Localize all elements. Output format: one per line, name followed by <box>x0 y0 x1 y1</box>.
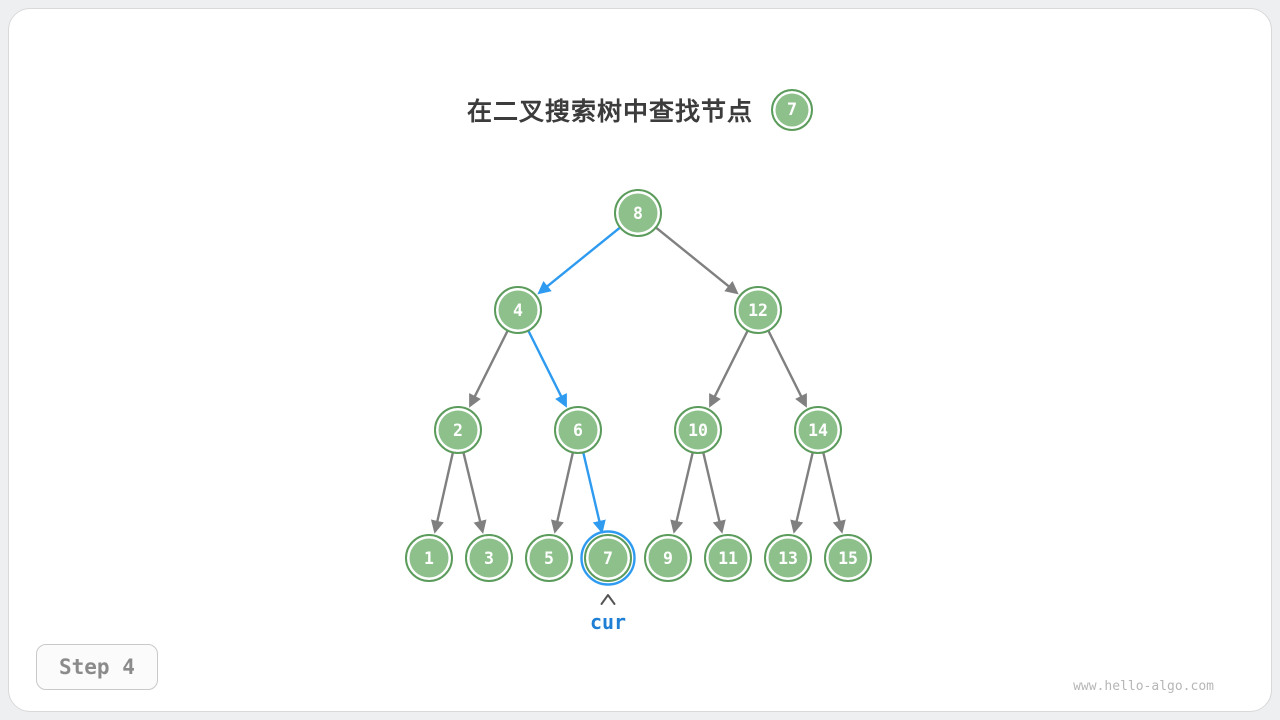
tree-node-body <box>498 290 538 330</box>
pointer-label: cur <box>590 610 626 634</box>
tree-edge-10-9 <box>670 452 694 534</box>
tree-node-body <box>798 410 838 450</box>
tree-node-label: 9 <box>663 549 673 568</box>
tree-node-body <box>618 193 658 233</box>
tree-node-label: 2 <box>453 421 463 440</box>
tree-node-5: 5 <box>525 534 573 582</box>
tree-node-label: 10 <box>688 421 708 440</box>
tree-edge-highlight-4-6 <box>527 330 567 408</box>
tree-node-body <box>828 538 868 578</box>
tree-node-body <box>768 538 808 578</box>
tree-edge-highlight-8-4 <box>537 226 621 295</box>
tree-node-11: 11 <box>704 534 752 582</box>
tree-edge-12-10 <box>709 330 749 408</box>
tree-node-label: 8 <box>633 204 643 223</box>
tree-edge-2-3 <box>462 452 487 534</box>
tree-edge-10-11 <box>702 452 726 534</box>
tree-node-14: 14 <box>794 406 842 454</box>
tree-node-7: 7 <box>580 530 636 586</box>
tree-node-4: 4 <box>494 286 542 334</box>
tree-edge-14-15 <box>822 452 846 534</box>
tree-node-label: 1 <box>424 549 434 568</box>
tree-node-label: 5 <box>544 549 554 568</box>
figure-title: 在二叉搜索树中查找节点 <box>466 98 753 126</box>
tree-edge-2-1 <box>430 452 454 534</box>
tree-edge-highlight-6-7 <box>582 452 606 534</box>
tree-node-label: 13 <box>778 549 798 568</box>
tree-node-12: 12 <box>734 286 782 334</box>
tree-node-body <box>588 538 628 578</box>
pointer-layer: cur <box>590 594 626 634</box>
tree-node-body <box>469 538 509 578</box>
tree-node-8: 8 <box>614 189 662 237</box>
tree-edge-4-2 <box>469 330 509 408</box>
tree-node-body <box>529 538 569 578</box>
target-node-value: 7 <box>786 100 798 120</box>
tree-node-body <box>409 538 449 578</box>
tree-node-1: 1 <box>405 534 453 582</box>
tree-edge-8-12 <box>655 226 739 295</box>
tree-node-label: 15 <box>838 549 858 568</box>
tree-node-15: 15 <box>824 534 872 582</box>
tree-node-9: 9 <box>644 534 692 582</box>
current-node-ring <box>580 530 636 586</box>
tree-node-body <box>708 538 748 578</box>
tree-node-body <box>558 410 598 450</box>
tree-node-6: 6 <box>554 406 602 454</box>
figure-card <box>8 8 1272 712</box>
tree-node-body <box>678 410 718 450</box>
figure-title-row: 在二叉搜索树中查找节点 7 <box>0 86 1280 134</box>
tree-edge-14-13 <box>790 452 814 534</box>
tree-node-13: 13 <box>764 534 812 582</box>
tree-node-2: 2 <box>434 406 482 454</box>
tree-node-body <box>648 538 688 578</box>
tree-node-label: 12 <box>748 301 768 320</box>
tree-node-10: 10 <box>674 406 722 454</box>
tree-node-label: 11 <box>718 549 738 568</box>
edges-layer <box>430 226 846 534</box>
target-node-badge: 7 <box>771 89 813 131</box>
watermark: www.hello-algo.com <box>1073 679 1214 694</box>
tree-node-body <box>738 290 778 330</box>
tree-node-label: 4 <box>513 301 523 320</box>
tree-node-label: 14 <box>808 421 828 440</box>
step-indicator: Step 4 <box>36 644 158 690</box>
tree-node-label: 3 <box>484 549 494 568</box>
tree-edge-12-14 <box>767 330 807 408</box>
tree-node-3: 3 <box>465 534 513 582</box>
tree-node-body <box>438 410 478 450</box>
pointer-caret-icon <box>600 594 616 605</box>
tree-edge-6-5 <box>550 452 574 534</box>
step-indicator-label: Step 4 <box>59 655 135 679</box>
tree-node-label: 7 <box>603 549 613 568</box>
tree-node-label: 6 <box>573 421 583 440</box>
